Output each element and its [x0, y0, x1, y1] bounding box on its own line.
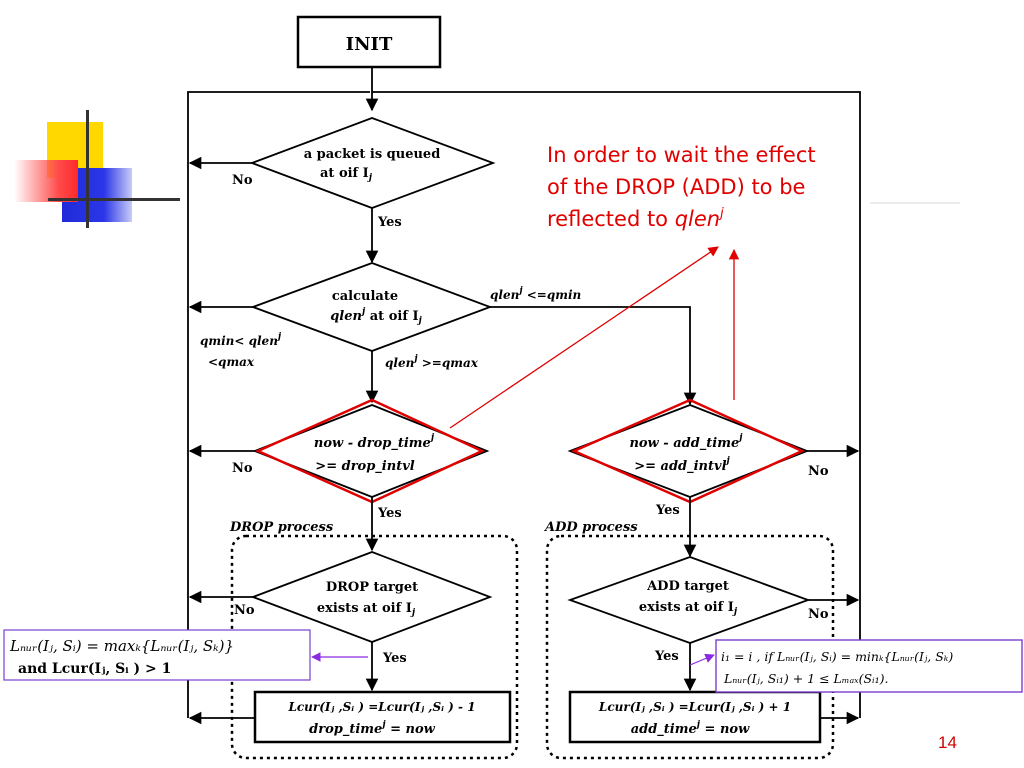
yes-label-drop-target: Yes: [382, 651, 407, 666]
annotation-line1: In order to wait the effect: [547, 143, 816, 167]
init-box: [296, 15, 442, 69]
page-number: 14: [938, 733, 957, 752]
add-time-diamond: [567, 404, 810, 498]
drop-action-line2: drop_timej = now: [309, 720, 436, 737]
add-action-line1: Lcur(Iⱼ ,Sᵢ ) =Lcur(Iⱼ ,Sᵢ ) + 1: [598, 700, 791, 714]
no-label-1: No: [232, 173, 253, 188]
drop-action-line1: Lcur(Iⱼ ,Sᵢ ) =Lcur(Iⱼ ,Sᵢ ) - 1: [287, 700, 475, 714]
drop-cond-line2: >= drop_intvl: [315, 459, 414, 474]
decorative-squares: [10, 110, 180, 230]
add-cond-line1: now - add_timej: [629, 433, 743, 451]
formula-left-line1: Lₙᵤᵣ(Iⱼ, Sᵢ) = maxₖ{Lₙᵤᵣ(Iⱼ, Sₖ)}: [9, 637, 234, 655]
add-target-line1: ADD target: [646, 579, 729, 594]
annotation-arrow-1: [449, 246, 719, 429]
calculate-diamond: [250, 262, 493, 352]
calc-line2: qlenj at oif Ij: [330, 307, 422, 326]
drop-target-line2: exists at oif Ij: [317, 601, 416, 618]
formula-left-line2: and Lcur(Iⱼ, Sᵢ ) > 1: [18, 661, 171, 677]
no-label-add-target: No: [808, 607, 829, 622]
qmid-label-1: qmin< qlenj: [200, 332, 282, 348]
annotation-line3: reflected to qlenj: [547, 206, 724, 231]
drop-target-line1: DROP target: [326, 580, 418, 595]
add-target-line2: exists at oif Ij: [639, 600, 738, 617]
yes-label-add: Yes: [655, 503, 680, 518]
horizontal-rule: [48, 198, 180, 201]
add-time-diamond-highlight: [570, 398, 806, 504]
qmax-label: qlenj >=qmax: [385, 354, 479, 370]
formula-right-line2: Lₙᵤᵣ(Iⱼ, Sᵢ₁) + 1 ≤ Lₘₐₓ(Sᵢ₁).: [723, 671, 888, 686]
drop-action-box: [253, 690, 512, 744]
annotation-line2: of the DROP (ADD) to be: [547, 175, 805, 199]
formula-right-box: [715, 639, 1023, 693]
formula-left-box: [3, 629, 311, 681]
queued-line1: a packet is queued: [304, 147, 441, 162]
yes-label-add-target: Yes: [654, 649, 679, 664]
red-square: [14, 160, 78, 202]
add-action-box: [568, 690, 822, 744]
qmin-low-label: qlenj <=qmin: [490, 286, 581, 302]
outer-frame-left: [187, 91, 370, 718]
no-label-drop-target: No: [234, 603, 255, 618]
queued-diamond: [249, 117, 496, 209]
queued-line2: at oif Ij: [320, 166, 373, 183]
qmin-arrow: [490, 306, 697, 406]
calc-line1: calculate: [332, 289, 398, 304]
init-label: INIT: [346, 34, 393, 55]
vertical-rule: [86, 110, 89, 228]
drop-time-diamond: [252, 404, 490, 498]
no-label-add: No: [808, 464, 829, 479]
yes-label-drop: Yes: [377, 506, 402, 521]
drop-cond-line1: now - drop_timej: [314, 433, 435, 451]
outer-frame-right: [372, 91, 861, 718]
no-label-drop: No: [232, 461, 253, 476]
drop-target-diamond: [250, 551, 493, 643]
add-action-line2: add_timej = now: [631, 720, 750, 737]
drop-time-diamond-highlight: [254, 398, 485, 504]
formula-right-line1: i₁ = i , if Lₙᵤᵣ(Iⱼ, Sᵢ) = minₖ{Lₙᵤᵣ(Iⱼ,…: [721, 649, 953, 664]
qmid-label-2: <qmax: [208, 355, 255, 369]
yes-label-1: Yes: [377, 215, 402, 230]
add-process-label: ADD process: [543, 520, 638, 535]
add-process-box: [545, 534, 835, 760]
formula-right-arrow: [689, 653, 715, 666]
add-cond-line2: >= add_intvlj: [634, 456, 730, 474]
drop-process-label: DROP process: [229, 520, 334, 535]
